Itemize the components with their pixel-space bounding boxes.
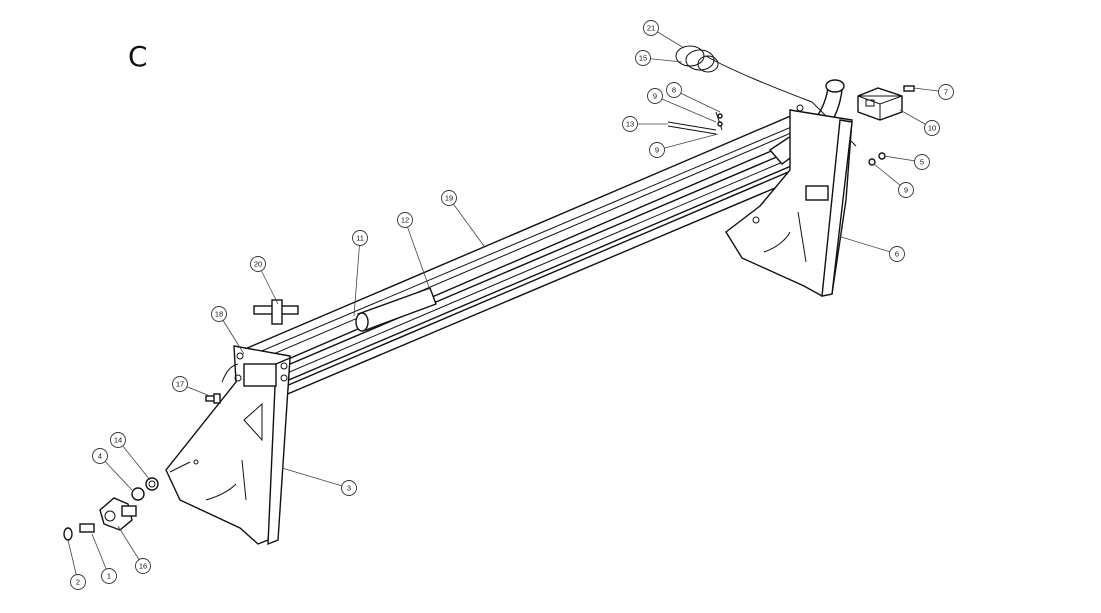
callout-leader (404, 219, 431, 291)
callout-bubble (914, 154, 930, 170)
callout-number: 21 (647, 24, 655, 33)
callout-number: 11 (356, 234, 364, 243)
callout-13: 13 (622, 116, 668, 132)
callout-number: 16 (139, 562, 147, 571)
callout-bubble (250, 256, 266, 272)
callout-17: 17 (172, 376, 211, 397)
callout-14: 14 (110, 432, 151, 481)
callout-number: 13 (626, 120, 634, 129)
callout-bubble (92, 448, 108, 464)
callout-number: 5 (920, 158, 924, 167)
callout-20: 20 (250, 256, 279, 305)
callout-bubble (666, 82, 682, 98)
callout-number: 15 (639, 54, 647, 63)
left-bracket (165, 345, 291, 546)
callout-number: 18 (215, 310, 223, 319)
section-letter: C (128, 40, 148, 73)
hose (355, 287, 437, 332)
callout-4: 4 (92, 448, 133, 491)
callout-leader (281, 467, 350, 489)
callout-number: 2 (76, 578, 80, 587)
wire (705, 55, 857, 147)
callout-number: 4 (98, 452, 102, 461)
callout-3: 3 (281, 467, 357, 496)
callout-number: 14 (114, 436, 122, 445)
callout-bubble (647, 88, 663, 104)
callout-bubble (924, 120, 940, 136)
callout-9: 9 (647, 88, 717, 123)
callout-bubble (889, 246, 905, 262)
callout-bubble (635, 50, 651, 66)
callout-9: 9 (873, 163, 914, 198)
callout-1: 1 (91, 533, 117, 584)
callout-bubble (643, 20, 659, 36)
callout-7: 7 (913, 84, 954, 100)
callout-bubble (649, 142, 665, 158)
box-bracket (857, 87, 903, 121)
callout-leader (656, 133, 719, 151)
callout-number: 19 (445, 194, 453, 203)
callout-number: 9 (653, 92, 657, 101)
callout-leader (117, 439, 151, 481)
callout-2: 2 (67, 539, 86, 590)
callout-leader (837, 235, 898, 255)
callout-bubble (211, 306, 227, 322)
callout-bubble (135, 558, 151, 574)
tee-connector (253, 299, 299, 325)
callout-11: 11 (352, 230, 368, 317)
callout-number: 20 (254, 260, 262, 269)
callout-number: 17 (176, 380, 184, 389)
callout-15: 15 (635, 50, 683, 66)
callout-bubble (70, 574, 86, 590)
callout-18: 18 (211, 306, 245, 355)
callout-number: 9 (904, 186, 908, 195)
callout-number: 6 (895, 250, 899, 259)
callout-number: 3 (347, 484, 351, 493)
callout-bubble (110, 432, 126, 448)
callout-bubble (397, 212, 413, 228)
callout-5: 5 (883, 154, 930, 170)
callout-number: 10 (928, 124, 936, 133)
callout-bubble (441, 190, 457, 206)
callout-bubble (352, 230, 368, 246)
callout-8: 8 (666, 82, 721, 113)
callout-21: 21 (643, 20, 685, 49)
callout-bubble (101, 568, 117, 584)
callout-leader (448, 197, 485, 247)
callout-12: 12 (397, 212, 431, 291)
callout-bubble (938, 84, 954, 100)
bolt (205, 393, 221, 404)
callout-number: 7 (944, 88, 948, 97)
callout-bubble (172, 376, 188, 392)
small-fasteners (667, 85, 915, 166)
callout-19: 19 (441, 190, 485, 247)
spring (675, 45, 719, 73)
callout-16: 16 (117, 525, 151, 574)
callout-leader (353, 237, 361, 317)
callout-number: 1 (107, 572, 111, 581)
callout-9: 9 (649, 133, 719, 158)
callout-number: 9 (655, 146, 659, 155)
callout-bubble (898, 182, 914, 198)
callout-bubble (622, 116, 638, 132)
right-bracket (725, 104, 853, 297)
callout-leader (673, 89, 721, 113)
callout-leader (654, 95, 717, 123)
callout-10: 10 (899, 109, 940, 136)
knob-assembly (63, 477, 159, 541)
callout-6: 6 (837, 235, 905, 262)
callout-number: 8 (672, 86, 676, 95)
callout-bubble (341, 480, 357, 496)
callout-number: 12 (401, 216, 409, 225)
